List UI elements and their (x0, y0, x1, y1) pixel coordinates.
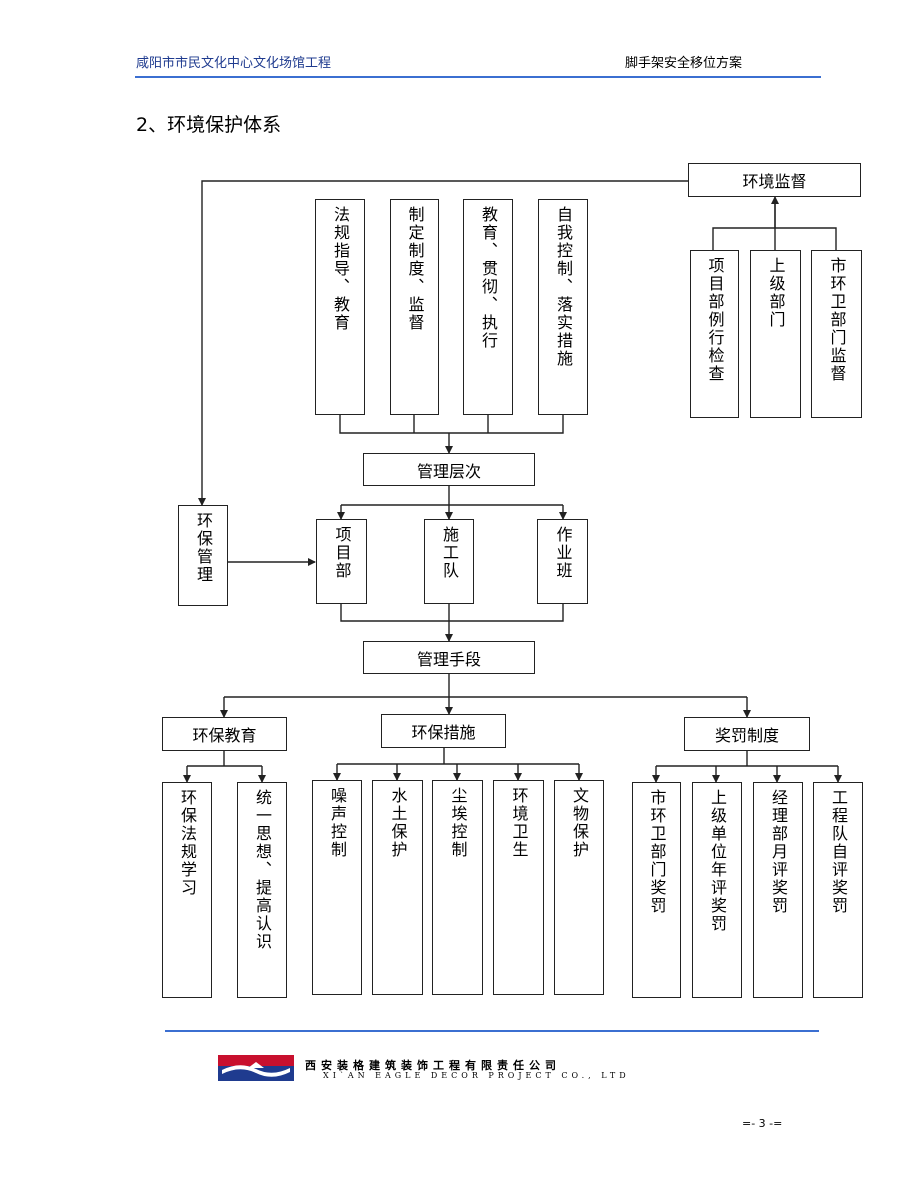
management-means-box: 管理手段 (363, 641, 535, 674)
supervision-item-project: 项目部例行检查 (690, 250, 739, 418)
reward-item-team: 工程队自评奖罚 (813, 782, 863, 998)
connector-levels (340, 604, 564, 622)
footer-rule (165, 1030, 819, 1032)
edu-item-awareness: 统一思想、提高认识 (237, 782, 287, 998)
guidance-regulations: 法规指导、教育 (315, 199, 365, 415)
category-env-measures: 环保措施 (381, 714, 506, 748)
category-env-education: 环保教育 (162, 717, 287, 751)
level-construction-team: 施工队 (424, 519, 474, 604)
header-project-name: 咸阳市市民文化中心文化场馆工程 (136, 56, 332, 71)
level-work-crew: 作业班 (537, 519, 588, 604)
reward-item-city: 市环卫部门奖罚 (632, 782, 681, 998)
measure-item-sanitation: 环境卫生 (493, 780, 544, 995)
connector-means-branch (224, 674, 747, 698)
reward-item-manager: 经理部月评奖罚 (753, 782, 803, 998)
level-project-dept: 项目部 (316, 519, 367, 604)
connector-supervision-to-env-mgmt (198, 180, 688, 506)
category-reward-penalty: 奖罚制度 (684, 717, 810, 751)
guidance-education: 教育、贯彻、执行 (463, 199, 513, 415)
management-level-box: 管理层次 (363, 453, 535, 486)
connector-guidance (339, 415, 564, 434)
company-name-cn: 西安装格建筑装饰工程有限责任公司 (305, 1059, 561, 1072)
measure-item-dust: 尘埃控制 (432, 780, 483, 995)
guidance-rules: 制定制度、监督 (390, 199, 439, 415)
page-number: =- 3 -= (742, 1117, 783, 1130)
company-logo-icon (218, 1055, 294, 1081)
env-management-box: 环保管理 (178, 505, 228, 606)
connector-level-branch (341, 486, 563, 506)
header-document-title: 脚手架安全移位方案 (625, 56, 743, 71)
supervision-item-city: 市环卫部门监督 (811, 250, 862, 418)
supervision-item-superior: 上级部门 (750, 250, 801, 418)
measure-item-relics: 文物保护 (554, 780, 604, 995)
supervision-box: 环境监督 (688, 163, 861, 197)
section-title: 2、环境保护体系 (136, 114, 282, 136)
company-name-en: XI`AN EAGLE DECOR PROJECT CO., LTD (323, 1071, 630, 1080)
reward-item-superior: 上级单位年评奖罚 (692, 782, 742, 998)
guidance-self-control: 自我控制、落实措施 (538, 199, 588, 415)
measure-item-noise: 噪声控制 (312, 780, 362, 995)
header-rule (135, 76, 821, 78)
measure-item-soil: 水土保护 (372, 780, 423, 995)
edu-item-law-study: 环保法规学习 (162, 782, 212, 998)
